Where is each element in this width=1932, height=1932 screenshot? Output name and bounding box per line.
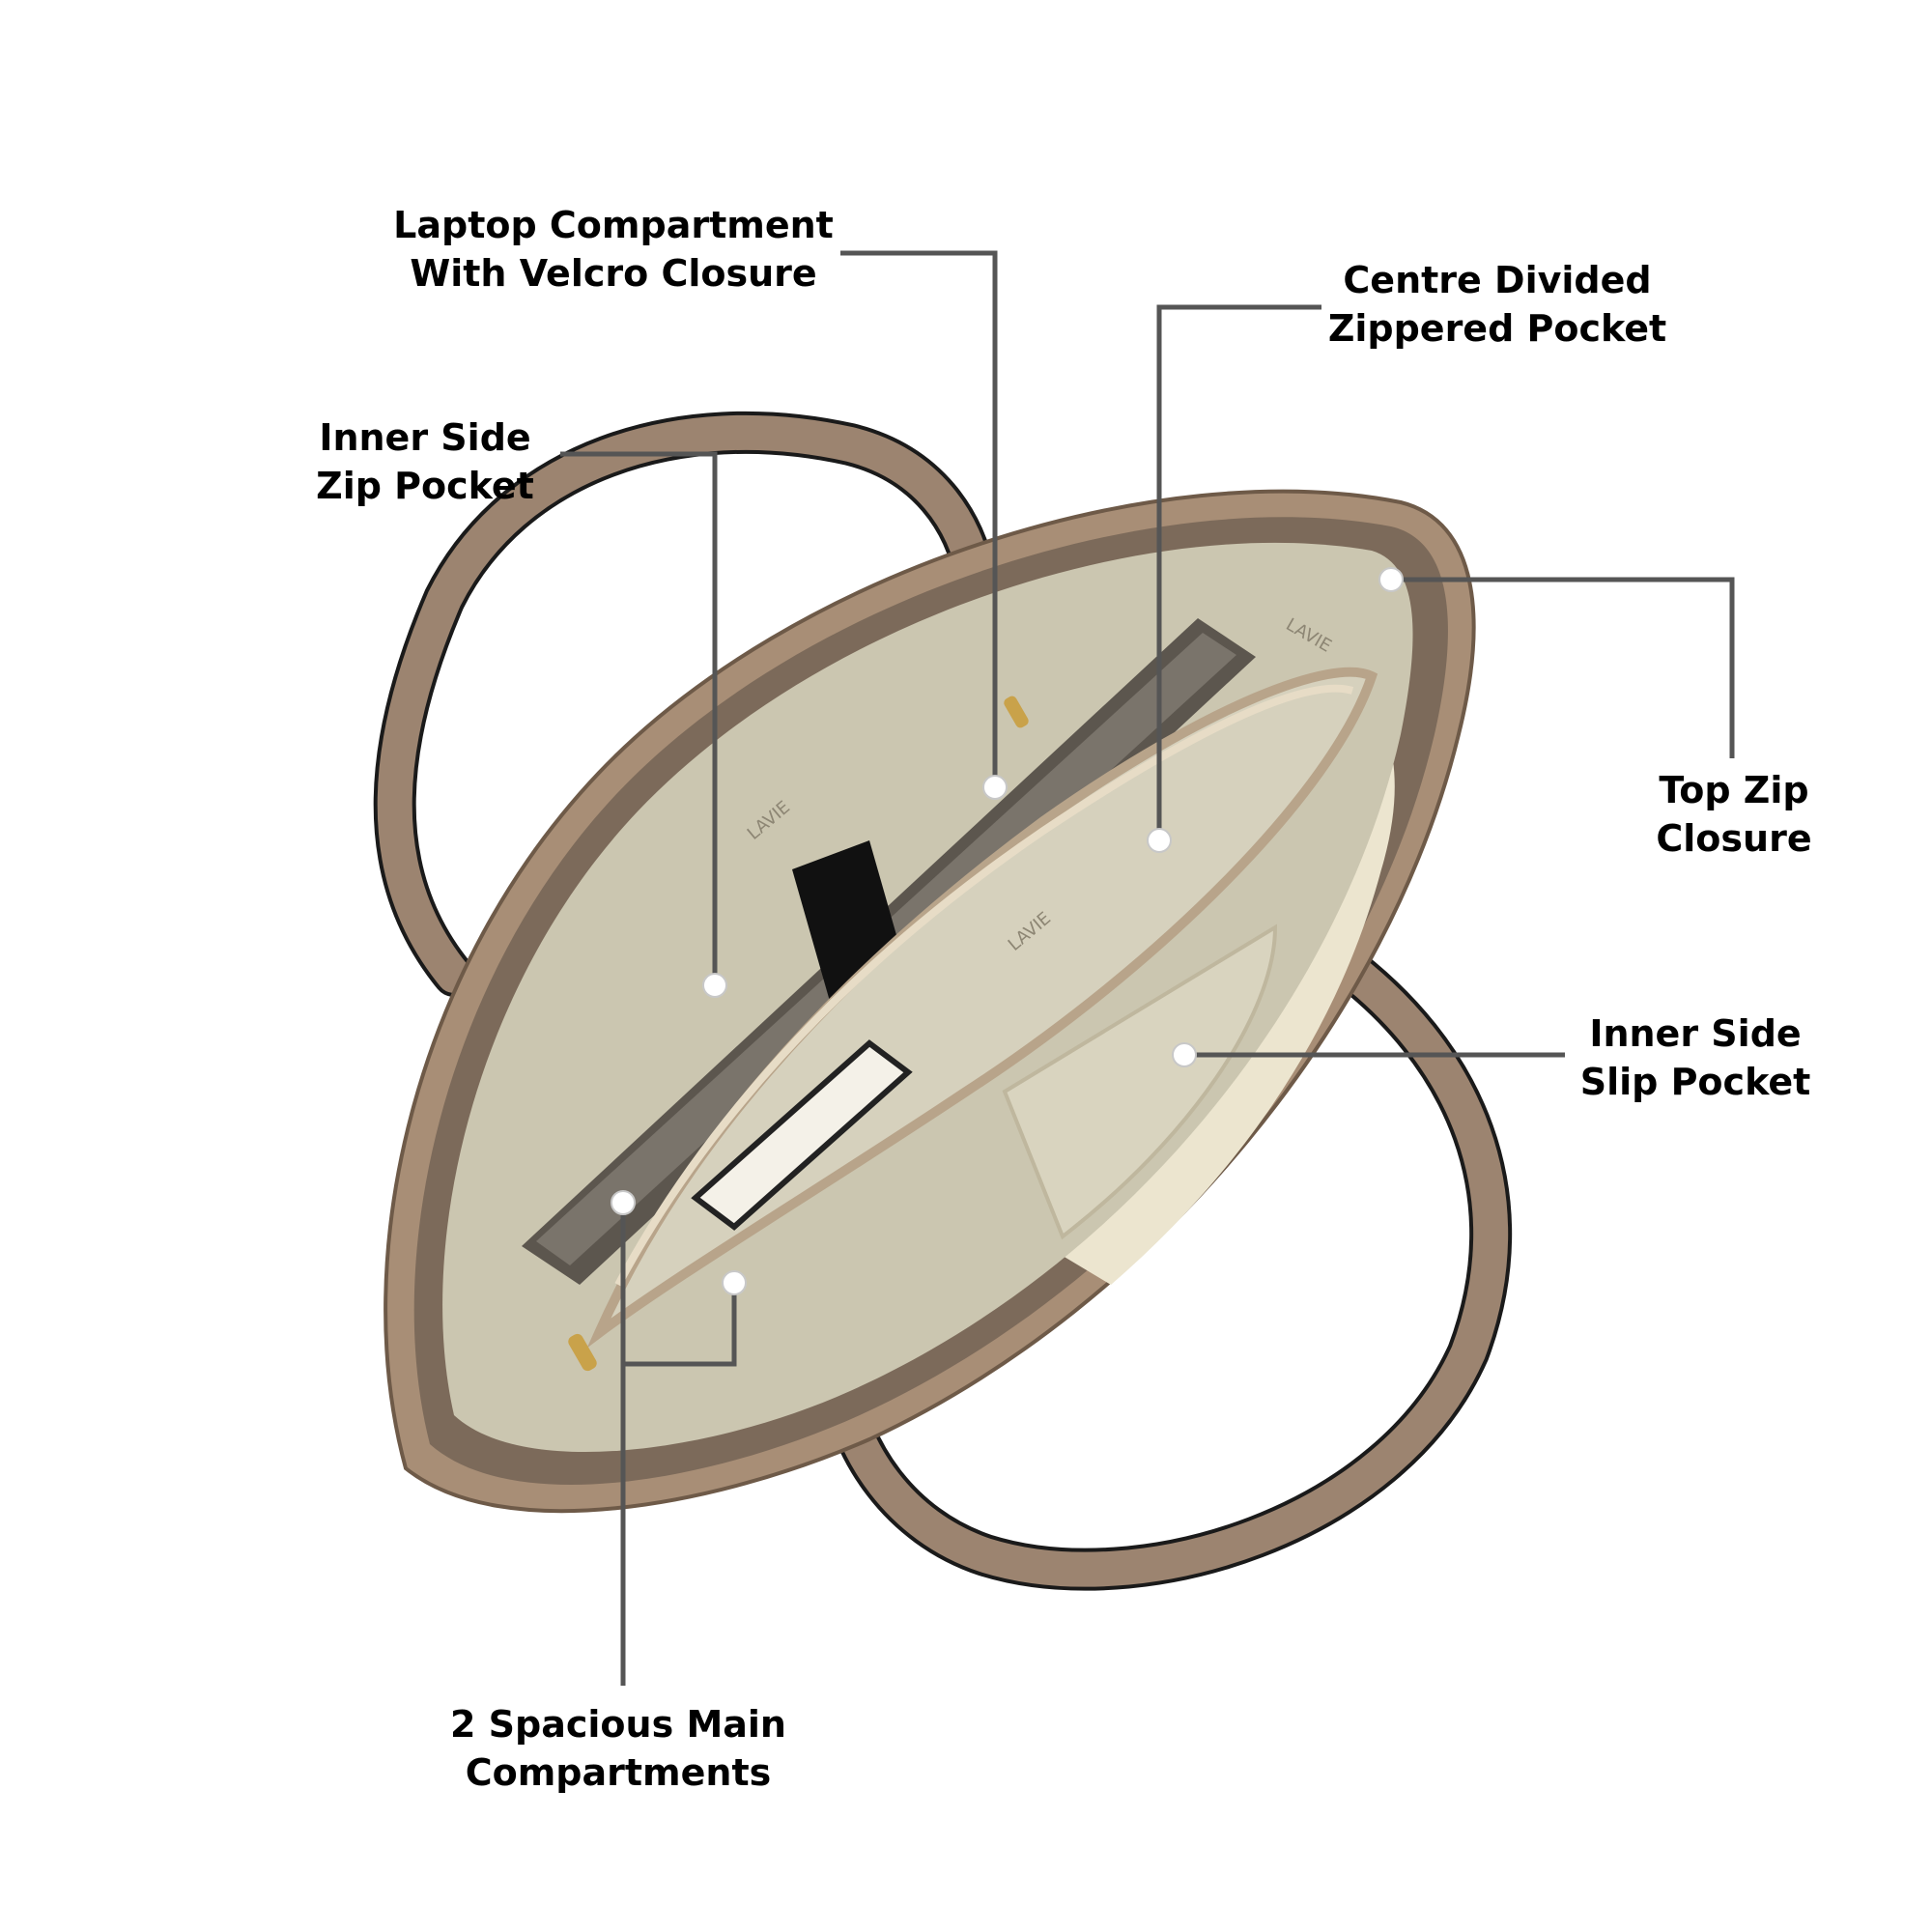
callout-main-line2: Compartments [465,1751,772,1794]
leader-line-topzip [1391,577,1735,758]
callout-inner-side-zip-pocket: Inner Side Zip Pocket [290,413,560,510]
callout-centre-divided-pocket: Centre Divided Zippered Pocket [1323,256,1671,353]
callout-topzip-line1: Top Zip [1659,769,1809,811]
callout-zip-line2: Zip Pocket [316,465,534,507]
callout-topzip-line2: Closure [1656,817,1812,860]
callout-zip-line1: Inner Side [319,416,531,459]
leader-line-main-branch [623,1283,737,1367]
leader-line-zip [560,451,718,985]
marker-centre [1147,828,1172,853]
marker-main-2 [722,1270,747,1295]
leader-line-centre [1156,304,1321,840]
marker-laptop [982,775,1008,800]
callout-top-zip-closure: Top Zip Closure [1637,766,1831,863]
callout-slip-line1: Inner Side [1589,1012,1802,1055]
callout-main-compartments: 2 Spacious Main Compartments [435,1700,802,1797]
callout-centre-line2: Zippered Pocket [1327,307,1667,350]
callout-laptop-compartment: Laptop Compartment With Velcro Closure [382,201,845,298]
leader-line-laptop [840,250,998,787]
marker-topzip [1378,567,1404,592]
callout-inner-side-slip-pocket: Inner Side Slip Pocket [1570,1009,1821,1106]
slip-pocket [1002,923,1278,1240]
callout-laptop-line2: With Velcro Closure [410,252,817,295]
callout-main-line1: 2 Spacious Main [450,1703,786,1746]
marker-slip [1172,1042,1197,1067]
zip-puller [568,1333,597,1372]
notebook [691,1039,913,1231]
marker-zip [702,973,727,998]
callout-centre-line1: Centre Divided [1343,259,1652,301]
callout-slip-line2: Slip Pocket [1579,1061,1811,1103]
marker-main-1 [611,1190,636,1215]
callout-laptop-line1: Laptop Compartment [393,204,834,246]
